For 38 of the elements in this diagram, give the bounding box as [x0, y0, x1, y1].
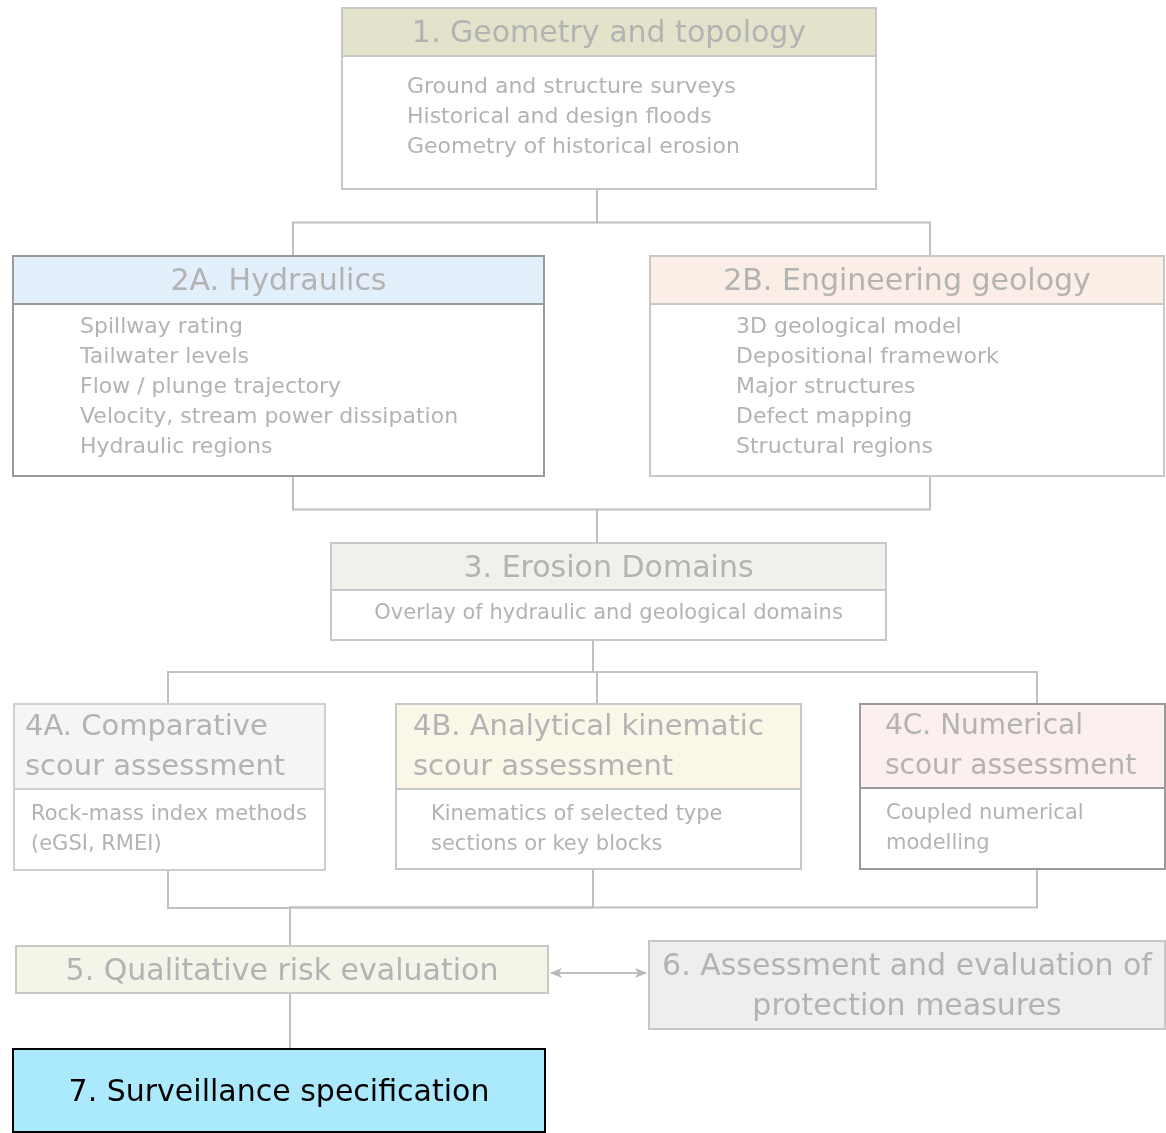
box-heading: 7. Surveillance specification [67, 1072, 491, 1110]
connector-line [550, 968, 647, 978]
connector-line [289, 993, 291, 1049]
box-heading: 4B. Analytical kinematic scour assessment [397, 705, 800, 790]
box-text: Overlay of hydraulic and geological domains [373, 599, 844, 626]
process-box [12, 255, 545, 477]
box-text: Tailwater levels [80, 342, 250, 370]
box-text: Depositional framework [736, 342, 1000, 370]
box-text: Kinematics of selected type sections or key blocks [431, 800, 724, 857]
process-box [859, 703, 1166, 870]
box-text: Ground and structure surveys [407, 72, 737, 100]
box-text: Geometry of historical erosion [407, 132, 741, 160]
process-box [12, 1048, 546, 1133]
box-heading: 6. Assessment and evaluation of protection measures [661, 946, 1154, 1024]
process-box [341, 7, 877, 190]
box-text: Coupled numerical modelling [886, 799, 1085, 856]
box-text: Hydraulic regions [80, 432, 274, 460]
box-text: Defect mapping [736, 402, 914, 430]
box-text: Velocity, stream power dissipation [80, 402, 460, 430]
box-text: Structural regions [736, 432, 934, 460]
box-heading: 2A. Hydraulics [14, 257, 543, 305]
box-heading: 2B. Engineering geology [651, 257, 1163, 305]
process-box [330, 542, 887, 641]
process-box [13, 703, 326, 871]
box-heading: 4C. Numerical scour assessment [861, 705, 1164, 789]
box-heading: 3. Erosion Domains [332, 544, 885, 591]
process-box [15, 945, 549, 994]
process-box [649, 255, 1165, 477]
box-text: Rock-mass index methods (eGSI, RMEI) [31, 800, 308, 857]
process-box [648, 940, 1166, 1030]
box-text: Major structures [736, 372, 917, 400]
box-text: 3D geological model [736, 312, 963, 340]
box-text: Flow / plunge trajectory [80, 372, 343, 400]
box-text: Spillway rating [80, 312, 244, 340]
box-text: Historical and design floods [407, 102, 713, 130]
box-heading: 5. Qualitative risk evaluation [64, 951, 500, 989]
process-box [395, 703, 802, 870]
box-heading: 4A. Comparative scour assessment [15, 705, 324, 790]
